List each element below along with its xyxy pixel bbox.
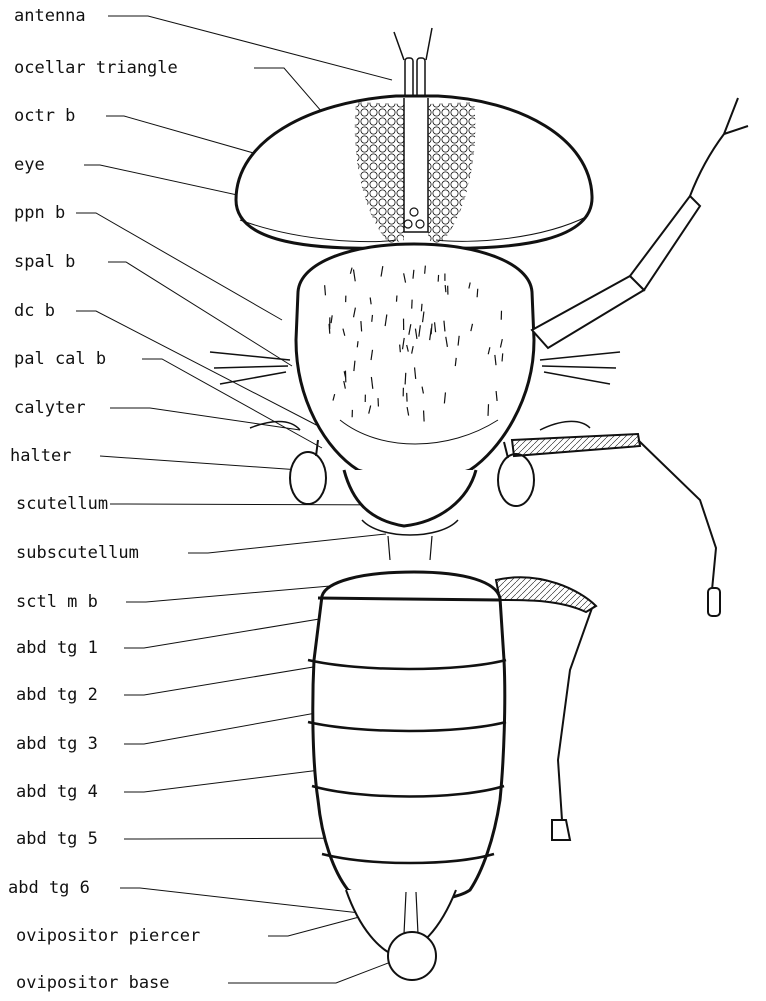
thorax [296,244,534,478]
head [236,96,592,248]
scutellum [344,470,476,560]
antennae [394,28,432,100]
abdomen [308,572,506,901]
ovipositor [346,890,456,980]
